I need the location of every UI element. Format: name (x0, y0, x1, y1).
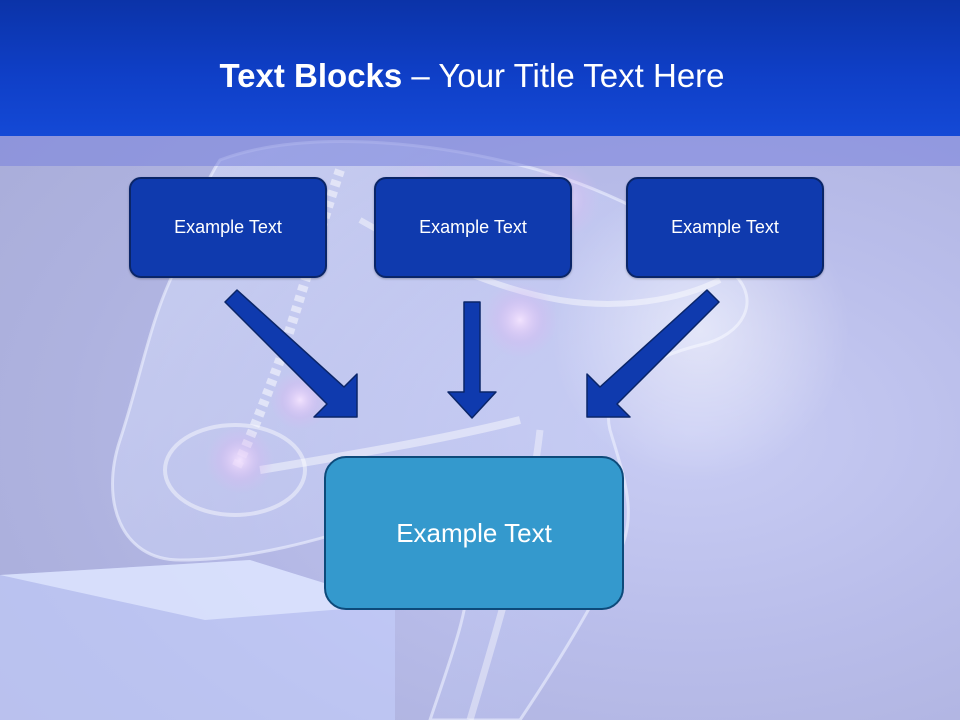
slide-title: Text Blocks – Your Title Text Here (0, 52, 944, 100)
slide-title-dash: – (402, 57, 439, 94)
title-sub-band (0, 136, 960, 166)
text-block-2[interactable]: Example Text (374, 177, 572, 278)
text-block-3[interactable]: Example Text (626, 177, 824, 278)
text-block-1[interactable]: Example Text (129, 177, 327, 278)
slide-title-rest: Your Title Text Here (438, 57, 725, 94)
title-band (0, 0, 960, 136)
text-block-main[interactable]: Example Text (324, 456, 624, 610)
slide-title-bold: Text Blocks (219, 57, 403, 94)
